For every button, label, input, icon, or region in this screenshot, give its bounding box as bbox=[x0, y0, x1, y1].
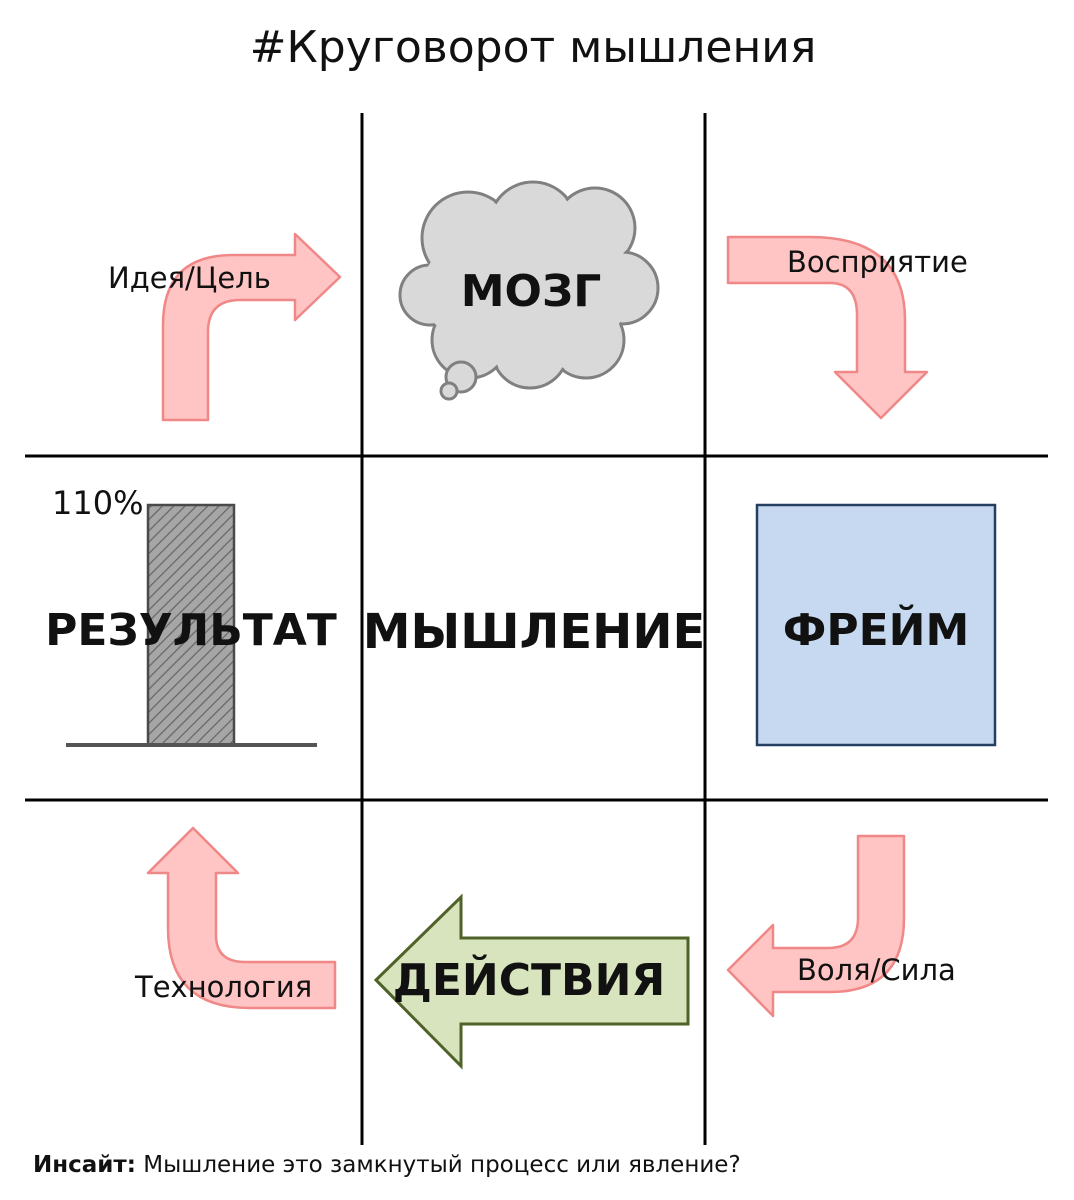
bent-arrow-icon bbox=[726, 834, 906, 1018]
bent-arrow-icon bbox=[146, 826, 337, 1010]
brain-label: МОЗГ bbox=[461, 266, 602, 317]
brain-cloud: МОЗГ bbox=[398, 180, 660, 401]
result-label: РЕЗУЛЬТАТ bbox=[45, 605, 337, 656]
bent-arrow-icon bbox=[726, 235, 929, 420]
arrow-label-technology: Технология bbox=[134, 970, 312, 1004]
arrow-technology: Технология bbox=[134, 826, 337, 1010]
frame-label: ФРЕЙМ bbox=[783, 603, 970, 656]
grid-lines bbox=[25, 113, 1048, 1145]
arrow-idea-goal: Идея/Цель bbox=[108, 232, 342, 422]
left-arrow-icon bbox=[373, 893, 690, 1070]
frame-square bbox=[755, 503, 997, 747]
thought-bubble-small-icon bbox=[439, 381, 459, 401]
arrow-label-will-power: Воля/Сила bbox=[797, 953, 956, 987]
result-chart: 110% РЕЗУЛЬТАТ bbox=[45, 484, 337, 747]
arrow-will-power: Воля/Сила bbox=[726, 834, 956, 1018]
result-bar bbox=[146, 503, 236, 747]
actions-arrow: ДЕЙСТВИЯ bbox=[373, 893, 690, 1070]
insight-footnote: Инсайт: Мышление это замкнутый процесс и… bbox=[33, 1152, 741, 1178]
arrow-label-perception: Восприятие bbox=[787, 245, 968, 279]
page-title: #Круговорот мышления bbox=[250, 22, 817, 73]
bent-arrow-icon bbox=[161, 232, 342, 422]
insight-text: Мышление это замкнутый процесс или явлен… bbox=[135, 1152, 741, 1178]
insight-label: Инсайт: bbox=[33, 1152, 136, 1178]
actions-label: ДЕЙСТВИЯ bbox=[393, 953, 666, 1006]
thinking-label: МЫШЛЕНИЕ bbox=[363, 604, 706, 660]
arrow-perception: Восприятие bbox=[726, 235, 968, 420]
frame-box: ФРЕЙМ bbox=[755, 503, 997, 747]
result-value-label: 110% bbox=[52, 484, 143, 522]
arrow-label-idea-goal: Идея/Цель bbox=[108, 261, 271, 295]
